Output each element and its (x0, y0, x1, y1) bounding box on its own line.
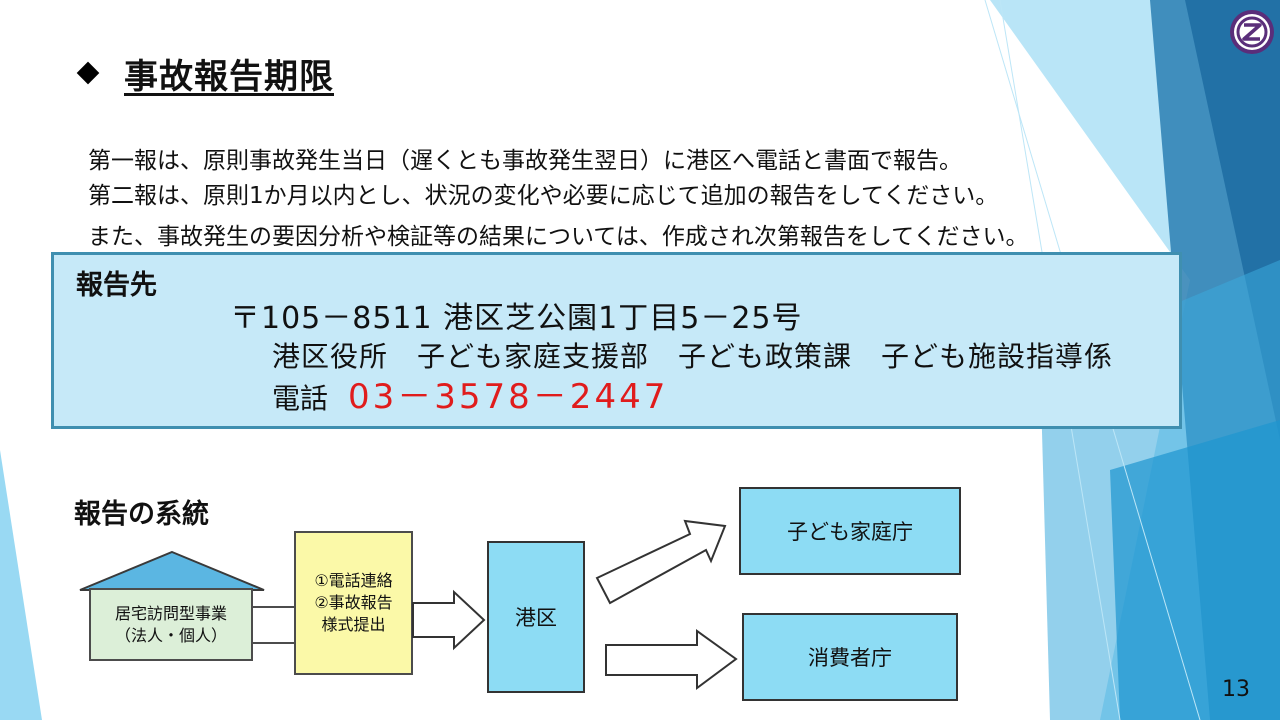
provider-box: 居宅訪問型事業 （法人・個人） (89, 588, 253, 661)
department-name: 港区役所 子ども家庭支援部 子ども政策課 子ども施設指導係 (272, 340, 1114, 373)
ward-box: 港区 (487, 541, 585, 693)
report-steps-box: ①電話連絡 ②事故報告 様式提出 (294, 531, 413, 675)
postal-address: 〒105－8511 港区芝公園1丁目5－25号 (230, 301, 803, 336)
consumer-affairs-agency-box: 消費者庁 (742, 613, 958, 701)
page-number: 13 (1222, 677, 1250, 702)
phone-label: 電話 (272, 382, 329, 415)
diamond-bullet-icon (76, 61, 100, 85)
report-destination-box: 報告先 〒105－8511 港区芝公園1丁目5－25号 港区役所 子ども家庭支援… (51, 252, 1182, 429)
paragraph-first-report: 第一報は、原則事故発生当日（遅くとも事故発生翌日）に港区へ電話と書面で報告。 (88, 148, 962, 174)
provider-name: 居宅訪問型事業 (114, 603, 227, 623)
minato-city-emblem-icon (1228, 8, 1276, 56)
paragraph-second-report: 第二報は、原則1か月以内とし、状況の変化や必要に応じて追加の報告をしてください。 (88, 183, 999, 209)
house-roof-shape (79, 551, 265, 591)
step-accident-report: ②事故報告 (314, 593, 393, 612)
step-form-submission: 様式提出 (321, 615, 386, 634)
children-family-agency-box: 子ども家庭庁 (739, 487, 961, 575)
step-phone-contact: ①電話連絡 (314, 571, 393, 590)
reporting-system-title: 報告の系統 (74, 499, 209, 530)
phone-row: 電話 03－3578－2447 (272, 369, 668, 418)
provider-type: （法人・個人） (114, 625, 227, 645)
paragraph-analysis-report: また、事故発生の要因分析や検証等の結果については、作成され次第報告をしてください… (88, 224, 1029, 250)
phone-number: 03－3578－2447 (348, 377, 669, 417)
report-destination-label: 報告先 (76, 270, 157, 301)
slide-title: 事故報告期限 (124, 56, 334, 97)
title-row: 事故報告期限 (76, 48, 334, 98)
